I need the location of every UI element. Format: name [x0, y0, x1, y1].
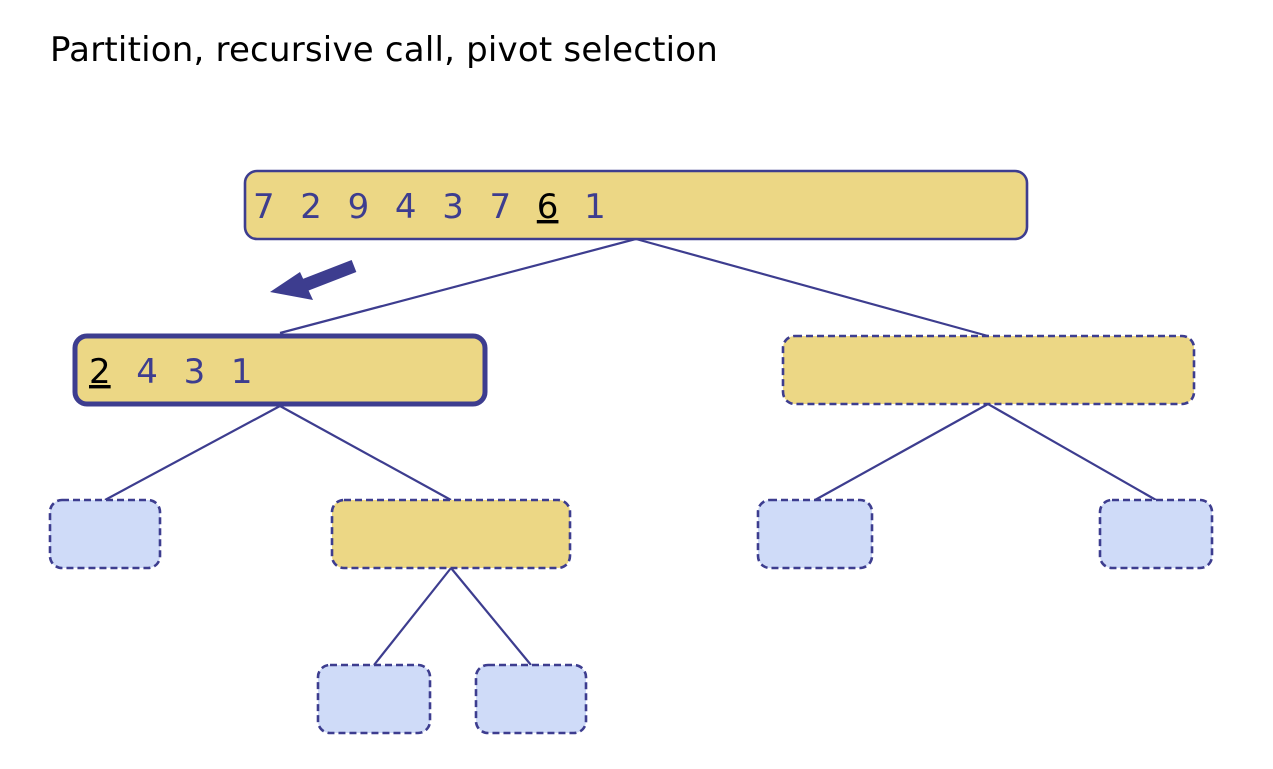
pivot-value: 2 [89, 352, 111, 392]
node-box [330, 498, 572, 570]
arrow-left-down-icon [270, 259, 357, 300]
node-box [756, 498, 874, 570]
node-right-left [756, 498, 874, 570]
arrow-head [270, 272, 313, 300]
node-box [72, 333, 488, 407]
edge-root-to-right [635, 237, 989, 338]
sequence-value: 7 [253, 187, 275, 227]
pivot-value: 6 [537, 187, 559, 227]
arrow-shaft [302, 259, 357, 292]
node-box [1098, 498, 1214, 570]
node-left-left [48, 498, 162, 570]
node-left-right [330, 498, 572, 570]
node-box [316, 663, 432, 735]
edge-root-to-left [279, 237, 637, 335]
sequence-value: 4 [395, 187, 417, 227]
sequence-value: 3 [184, 352, 206, 392]
node-box [781, 334, 1196, 406]
page-title: Partition, recursive call, pivot selecti… [50, 30, 719, 70]
sequence-value: 1 [231, 352, 253, 392]
sequence-value: 7 [490, 187, 512, 227]
node-box [48, 498, 162, 570]
edge-left_right-to-left_right_left [373, 567, 452, 666]
sequence-value: 2 [300, 187, 322, 227]
node-left-right-right [474, 663, 588, 735]
edge-right-to-right_left [814, 403, 989, 501]
node-right [781, 334, 1196, 406]
edge-left-to-left_right [279, 405, 452, 501]
tree-edges [104, 237, 1157, 666]
node-right-right [1098, 498, 1214, 570]
node-left-right-left [316, 663, 432, 735]
node-box [474, 663, 588, 735]
edge-right-to-right_right [987, 403, 1157, 501]
edge-left-to-left_left [104, 405, 281, 501]
sequence-value: 4 [136, 352, 158, 392]
edge-left_right-to-left_right_right [450, 567, 532, 666]
sequence-value: 9 [348, 187, 370, 227]
sequence-value: 1 [584, 187, 606, 227]
sequence-value: 3 [442, 187, 464, 227]
node-box [243, 169, 1029, 241]
